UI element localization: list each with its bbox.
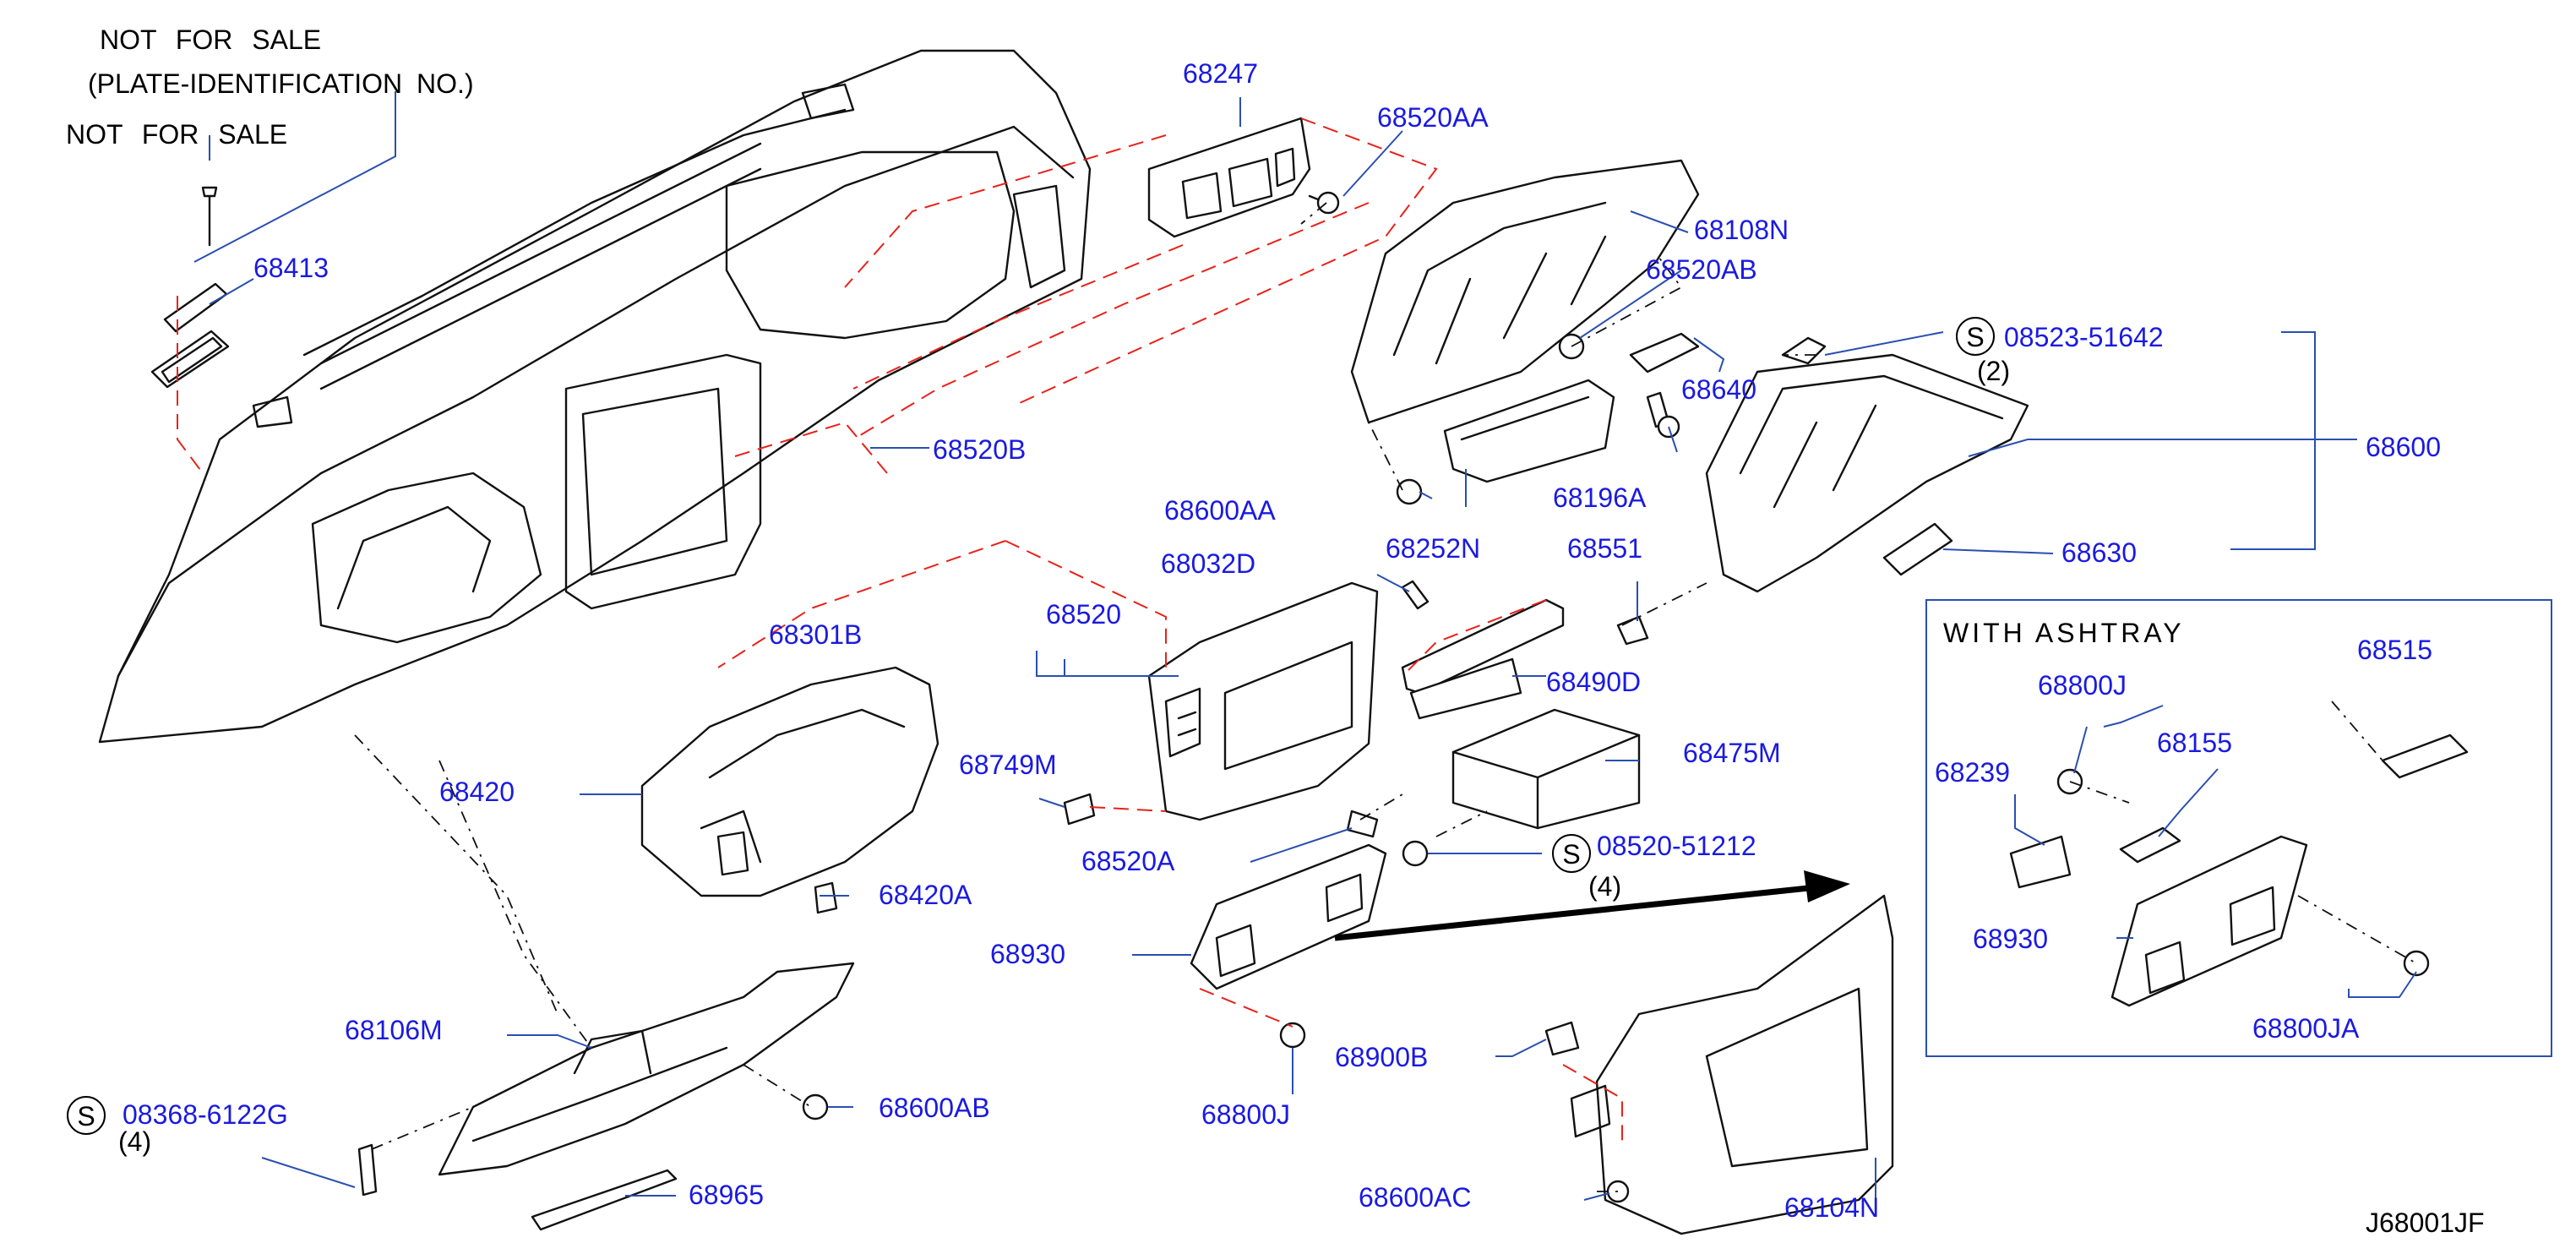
label-68520a[interactable]: 68520A — [1081, 846, 1175, 876]
label-68032d[interactable]: 68032D — [1161, 548, 1255, 579]
s-symbol-08368: S — [67, 1096, 106, 1135]
svg-text:S: S — [1966, 322, 1984, 352]
diagram-code: J68001JF — [2366, 1208, 2485, 1238]
bar-68965-drawing — [531, 1169, 678, 1231]
label-68600[interactable]: 68600 — [2366, 432, 2441, 462]
label-68106m[interactable]: 68106M — [345, 1015, 443, 1045]
note-with-ashtray: WITH ASHTRAY — [1943, 618, 2185, 648]
clip-68749m-drawing — [1063, 793, 1096, 826]
standard-part-symbols: S S S — [67, 317, 1995, 1135]
label-68301b[interactable]: 68301B — [769, 619, 862, 650]
label-68600ab[interactable]: 68600AB — [879, 1093, 990, 1123]
clip-68600ab-drawing — [802, 1093, 829, 1120]
phantom-lines — [177, 117, 1623, 1141]
undercover-68106m-drawing — [438, 962, 855, 1176]
svg-text:S: S — [77, 1101, 95, 1131]
screw-68520aa-drawing — [1308, 191, 1340, 215]
side-cover-68104n-drawing — [1570, 894, 1894, 1235]
label-68630[interactable]: 68630 — [2061, 537, 2137, 568]
instrument-panel-drawing — [98, 49, 1092, 744]
label-68551[interactable]: 68551 — [1567, 533, 1642, 564]
screw-68520a-drawing — [1346, 810, 1379, 838]
label-68930-inset[interactable]: 68930 — [1973, 924, 2048, 954]
pocket-68475m-drawing — [1451, 708, 1641, 830]
qty-08523: (2) — [1977, 356, 2010, 386]
qty-08520: (4) — [1588, 871, 1621, 902]
label-68420a[interactable]: 68420A — [879, 880, 972, 910]
label-68515[interactable]: 68515 — [2357, 635, 2432, 665]
label-68749m[interactable]: 68749M — [959, 750, 1057, 780]
label-68800j-inset[interactable]: 68800J — [2038, 670, 2127, 701]
pocket-68252n-drawing — [1443, 379, 1615, 483]
label-68800j[interactable]: 68800J — [1201, 1099, 1290, 1130]
label-08520-51212[interactable]: 08520-51212 — [1597, 831, 1756, 861]
clip-68420a-drawing — [814, 881, 838, 914]
label-68900b[interactable]: 68900B — [1335, 1042, 1428, 1072]
s-symbol-08520: S — [1552, 834, 1591, 873]
plate-pin-drawing — [150, 186, 230, 389]
cluster-bezel-68520-drawing — [1147, 581, 1379, 821]
screw-08520-drawing — [1402, 840, 1429, 867]
black-phantom-lines — [354, 202, 2417, 1192]
label-68520aa[interactable]: 68520AA — [1377, 102, 1489, 133]
svg-text:S: S — [1562, 839, 1580, 870]
label-68640[interactable]: 68640 — [1681, 374, 1756, 405]
label-68475m[interactable]: 68475M — [1683, 738, 1781, 768]
bolt-68800j-drawing — [1279, 1022, 1306, 1049]
clip-group-drawing — [1558, 332, 1700, 439]
label-68600ac[interactable]: 68600AC — [1359, 1182, 1471, 1213]
label-68247[interactable]: 68247 — [1183, 58, 1258, 89]
cover-68930-drawing — [1190, 843, 1387, 990]
label-68520ab[interactable]: 68520AB — [1646, 254, 1757, 285]
note-plate-id: (PLATE-IDENTIFICATION NO.) — [88, 68, 474, 99]
notes: NOT FOR SALE (PLATE-IDENTIFICATION NO.) … — [66, 25, 2485, 1238]
label-68490d[interactable]: 68490D — [1546, 667, 1641, 697]
part-labels: 68413 68247 68520AA 68108N 68520AB 08523… — [123, 58, 2441, 1223]
label-68252n[interactable]: 68252N — [1386, 533, 1480, 564]
bolt-08368-drawing — [357, 1143, 378, 1197]
label-68600aa[interactable]: 68600AA — [1164, 495, 1276, 526]
label-68104n[interactable]: 68104N — [1784, 1192, 1879, 1223]
qty-08368: (4) — [118, 1126, 151, 1157]
label-68930[interactable]: 68930 — [990, 939, 1065, 969]
label-68413[interactable]: 68413 — [253, 253, 329, 283]
meter-mask-drawing — [1147, 117, 1311, 238]
label-68239[interactable]: 68239 — [1935, 757, 2010, 788]
leader-lines — [193, 91, 2417, 1204]
s-symbol-08523: S — [1956, 317, 1995, 356]
inset-drawings — [2009, 733, 2469, 1007]
screw-68032d-drawing — [1401, 580, 1430, 610]
label-68520b[interactable]: 68520B — [933, 434, 1026, 465]
label-68520[interactable]: 68520 — [1046, 599, 1121, 630]
note-not-for-sale-2: NOT FOR SALE — [66, 119, 287, 150]
label-08368-6122g[interactable]: 08368-6122G — [123, 1099, 288, 1130]
part-drawings — [98, 49, 2552, 1235]
glove-box-drawing — [1705, 336, 2029, 593]
label-68108n[interactable]: 68108N — [1694, 215, 1789, 245]
pin-68551-drawing — [1616, 615, 1649, 646]
label-68420[interactable]: 68420 — [439, 777, 515, 807]
arrow-to-inset — [1334, 870, 1850, 941]
label-68800ja[interactable]: 68800JA — [2252, 1013, 2360, 1044]
note-not-for-sale-1: NOT FOR SALE — [100, 25, 321, 55]
label-68196a[interactable]: 68196A — [1553, 483, 1647, 513]
label-08523-51642[interactable]: 08523-51642 — [2004, 322, 2164, 352]
cluster-lid-68420-drawing — [640, 666, 939, 897]
label-68965[interactable]: 68965 — [689, 1180, 764, 1210]
label-68155[interactable]: 68155 — [2157, 728, 2232, 758]
latch-68630-drawing — [1882, 522, 1953, 576]
inset-frame — [1925, 599, 2552, 1057]
clip-68900b-drawing — [1544, 1021, 1580, 1056]
ashtray-68490d-drawing — [1401, 598, 1565, 720]
